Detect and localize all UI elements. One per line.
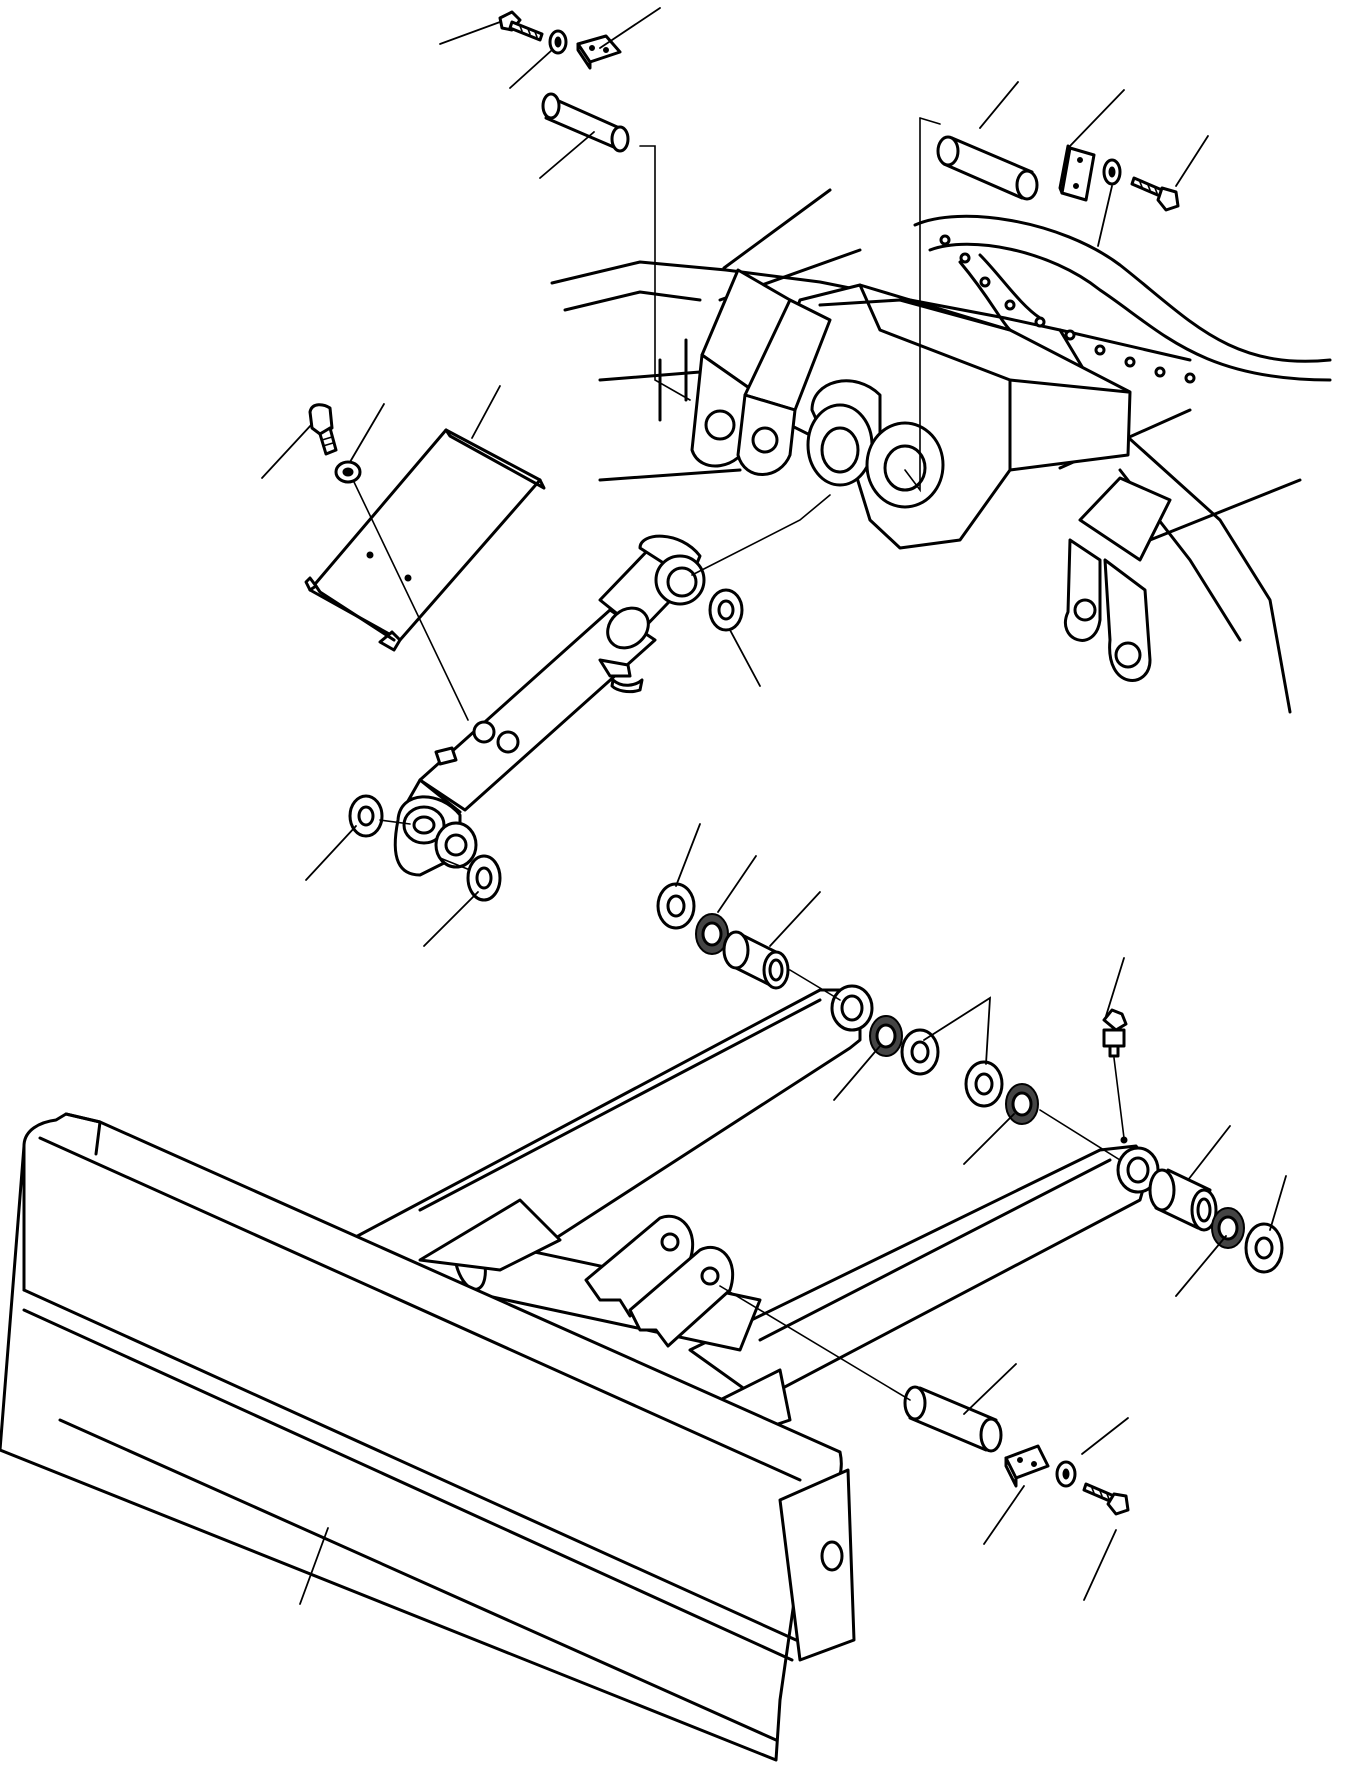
thrust-washer	[350, 796, 382, 836]
lock-washer	[336, 462, 360, 482]
lock-washer	[1104, 160, 1120, 184]
dozer-blade	[0, 1114, 854, 1760]
frame-lug-center	[808, 381, 943, 507]
lock-plate	[1006, 1446, 1048, 1486]
bushing	[1150, 1170, 1216, 1230]
thrust-washer	[1246, 1224, 1282, 1272]
cylinder-guard	[306, 430, 544, 650]
lower-pin	[905, 1387, 1001, 1451]
leader-lines	[262, 8, 1286, 1604]
lock-washer	[1057, 1462, 1075, 1486]
upper-pin-left	[543, 94, 628, 151]
cylinder-guard-set	[306, 405, 544, 650]
lower-pin-set	[905, 1387, 1128, 1514]
frame-lug-left	[692, 270, 830, 475]
hydraulic-cylinder	[395, 536, 704, 875]
lock-plate	[1060, 146, 1094, 200]
machine-frame	[552, 190, 1330, 712]
seal	[696, 914, 728, 954]
cap-screw	[310, 405, 336, 454]
frame-lug-right	[1065, 478, 1170, 680]
seal	[870, 1016, 902, 1056]
thrust-washer	[658, 884, 694, 928]
alignment-lines	[354, 118, 1124, 1400]
thrust-washer	[966, 1062, 1002, 1106]
bushing	[724, 932, 788, 988]
turntable-bolt-holes	[941, 236, 1194, 382]
upper-pin-set-right	[938, 137, 1178, 210]
grease-fitting	[1104, 1010, 1126, 1056]
lock-washer	[550, 31, 566, 53]
lock-plate	[578, 36, 620, 68]
cap-screw	[1084, 1484, 1128, 1514]
upper-pin-set-left	[500, 12, 628, 151]
cap-screw	[1132, 178, 1178, 210]
cap-screw	[500, 12, 542, 40]
seal	[1212, 1208, 1244, 1248]
seal	[1006, 1084, 1038, 1124]
upper-pin-right	[938, 137, 1037, 199]
thrust-washer	[468, 856, 500, 900]
thrust-washer	[710, 590, 742, 630]
thrust-washer	[902, 1030, 938, 1074]
